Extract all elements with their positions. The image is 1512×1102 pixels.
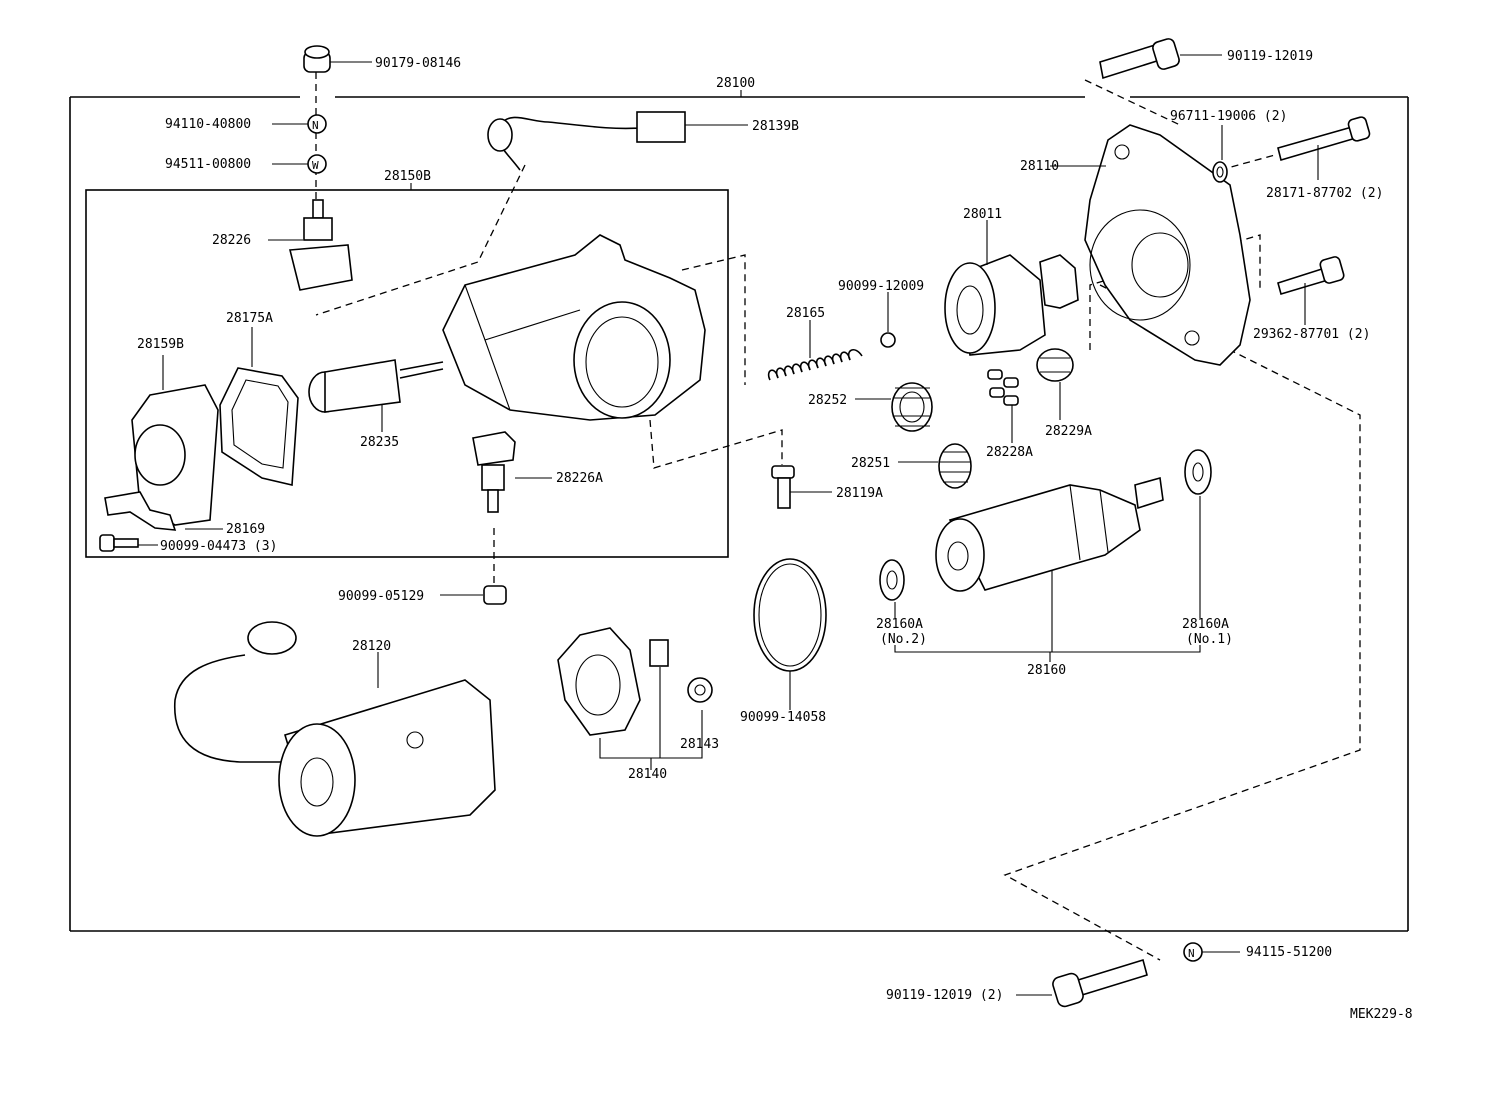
label-28235: 28235: [360, 435, 399, 450]
label-28150b: 28150B: [384, 169, 431, 184]
drawing-code: MEK229-8: [1350, 1007, 1413, 1022]
label-90099-05129: 90099-05129: [338, 589, 424, 604]
bolt-90099-04473-icon: [99, 534, 158, 552]
brush-spring-28143-icon: [687, 677, 713, 703]
washer-w-icon: W: [272, 154, 327, 174]
label-28110: 28110: [1020, 159, 1059, 174]
terminal-28226a-icon: [472, 431, 552, 513]
rollers-28228a-icon: [987, 369, 1019, 443]
label-28229a: 28229A: [1045, 424, 1092, 439]
label-96711-19006: 96711-19006 (2): [1170, 109, 1287, 124]
label-no2: (No.2): [880, 632, 927, 647]
label-28160a-no2: 28160A: [876, 617, 923, 632]
svg-text:W: W: [312, 159, 319, 172]
bolt-29362-87701-icon: [1277, 256, 1345, 325]
cover-28159b-icon: [131, 355, 219, 526]
nut-90179-icon: [303, 45, 372, 73]
label-28120: 28120: [352, 639, 391, 654]
bolt-28171-87702-icon: [1277, 116, 1371, 180]
brush-holder-28140-icon: [557, 627, 703, 770]
label-28165: 28165: [786, 306, 825, 321]
clutch-28011-icon: [944, 220, 1079, 356]
assembly-lines: [315, 72, 1361, 961]
part-labels: 90179-08146 28100 94110-40800 28139B 945…: [137, 49, 1413, 1022]
o-ring-90099-14058-icon: [753, 558, 827, 710]
label-28169: 28169: [226, 522, 265, 537]
solenoid-housing-icon: [442, 234, 706, 421]
pinion-28251-icon: [898, 443, 972, 489]
solenoid-sub-frame: [85, 183, 729, 558]
washer-n-icon: N: [272, 114, 327, 134]
label-90099-14058: 90099-14058: [740, 710, 826, 725]
label-28140: 28140: [628, 767, 667, 782]
label-28160: 28160: [1027, 663, 1066, 678]
label-28171-87702: 28171-87702 (2): [1266, 186, 1383, 201]
nut-90099-05129-icon: [440, 585, 507, 605]
label-28159b: 28159B: [137, 337, 184, 352]
label-28175a: 28175A: [226, 311, 273, 326]
label-94115-51200: 94115-51200: [1246, 945, 1332, 960]
yoke-28120-icon: [174, 621, 496, 837]
label-90119-12019-2: 90119-12019 (2): [886, 988, 1003, 1003]
label-28119a: 28119A: [836, 486, 883, 501]
starter-housing-28110-icon: [1050, 124, 1251, 366]
label-28139b: 28139B: [752, 119, 799, 134]
label-94110-40800: 94110-40800: [165, 117, 251, 132]
label-94511-00800: 94511-00800: [165, 157, 251, 172]
label-28160a-no1: 28160A: [1182, 617, 1229, 632]
gasket-28175a-icon: [219, 327, 299, 486]
armature-28160-icon: [935, 476, 1164, 592]
label-no1: (No.1): [1186, 632, 1233, 647]
label-90179-08146: 90179-08146: [375, 56, 461, 71]
label-28228a: 28228A: [986, 445, 1033, 460]
label-90099-04473: 90099-04473 (3): [160, 539, 277, 554]
label-28226a: 28226A: [556, 471, 603, 486]
label-28011: 28011: [963, 207, 1002, 222]
label-28226: 28226: [212, 233, 251, 248]
bolt-90119-12019-icon: [1099, 38, 1222, 80]
spring-28165-icon: [767, 320, 863, 381]
bearing-28160a-no2-icon: [879, 559, 905, 618]
bearing-28160a-no1-icon: [1184, 449, 1212, 618]
ball-90099-12009-icon: [880, 292, 896, 348]
svg-text:N: N: [312, 119, 319, 132]
washer-n-bottom-icon: N: [1183, 942, 1240, 962]
label-28252: 28252: [808, 393, 847, 408]
plunger-28235-icon: [308, 359, 444, 432]
terminal-bolt-28226-icon: [268, 199, 353, 291]
roller-retainer-28229a-icon: [1036, 348, 1074, 420]
retainer-28119a-icon: [771, 465, 832, 509]
washer-96711-icon: [1212, 125, 1228, 183]
label-28251: 28251: [851, 456, 890, 471]
outer-assembly-frame: [69, 90, 1409, 932]
svg-text:N: N: [1188, 947, 1195, 960]
idler-gear-28252-icon: [855, 382, 933, 432]
bracket-28169-icon: [104, 491, 223, 531]
bolt-90119-12019-bottom-icon: [1016, 958, 1148, 1008]
label-28143: 28143: [680, 737, 719, 752]
lead-wire-28139b-icon: [487, 111, 748, 171]
label-28100: 28100: [716, 76, 755, 91]
label-29362-87701: 29362-87701 (2): [1253, 327, 1370, 342]
label-90119-12019: 90119-12019: [1227, 49, 1313, 64]
label-90099-12009: 90099-12009: [838, 279, 924, 294]
armature-group-bracket: [894, 570, 1201, 662]
